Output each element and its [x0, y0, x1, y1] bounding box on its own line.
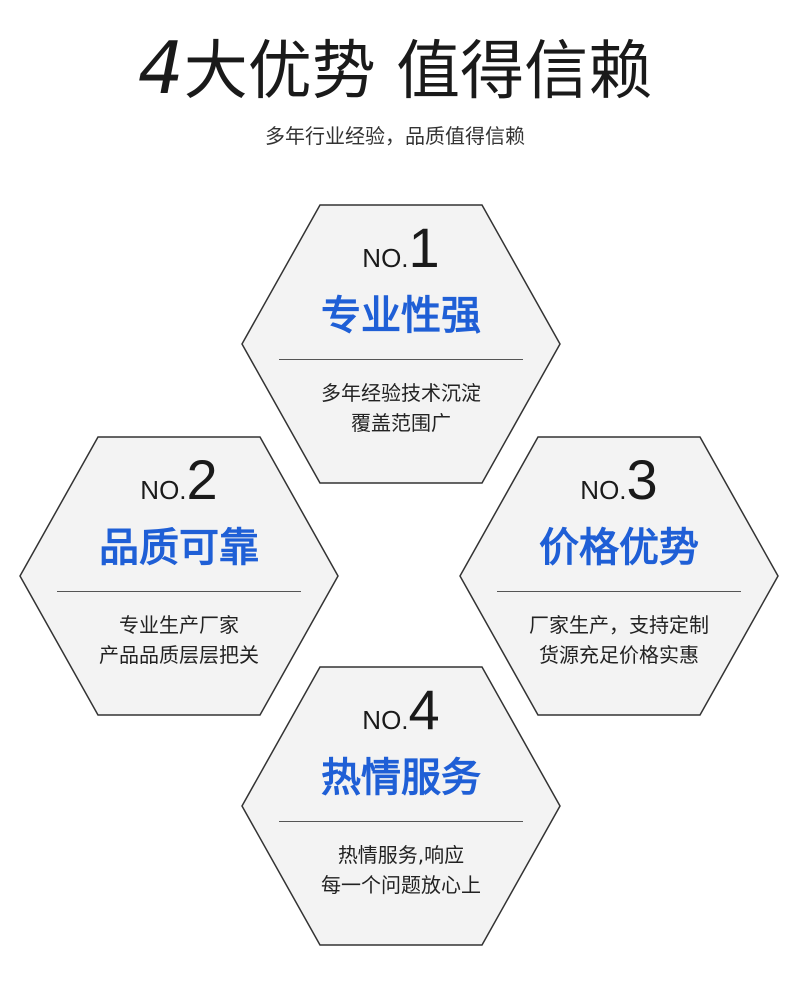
card-number: NO.1: [240, 218, 562, 278]
card-heading: 价格优势: [539, 525, 699, 571]
card-heading: 热情服务: [321, 755, 481, 801]
card-number-prefix: NO.: [580, 475, 627, 505]
card-divider: [57, 591, 301, 592]
title-number: 4: [137, 26, 184, 110]
card-description-line-2: 覆盖范围广: [351, 411, 451, 435]
card-number-prefix: NO.: [362, 705, 409, 735]
advantage-card-3: NO.3 价格优势 厂家生产，支持定制 货源充足价格实惠: [458, 436, 780, 716]
card-number: NO.3: [458, 450, 780, 510]
card-description-line-2: 每一个问题放心上: [321, 873, 481, 897]
card-number-digit: 4: [408, 678, 440, 741]
card-description-line-1: 厂家生产，支持定制: [529, 613, 709, 637]
card-number: NO.2: [18, 450, 340, 510]
advantage-card-1: NO.1 专业性强 多年经验技术沉淀 覆盖范围广: [240, 204, 562, 484]
card-number-digit: 2: [186, 448, 218, 511]
card-number-digit: 3: [626, 448, 658, 511]
card-description-line-2: 货源充足价格实惠: [539, 643, 699, 667]
card-heading: 专业性强: [321, 293, 481, 339]
card-description-line-1: 多年经验技术沉淀: [321, 381, 481, 405]
card-divider: [497, 591, 741, 592]
hexagon-shape: [241, 666, 561, 946]
card-number: NO.4: [240, 680, 562, 740]
card-number-prefix: NO.: [140, 475, 187, 505]
card-description: 专业生产厂家 产品品质层层把关: [18, 610, 340, 670]
card-description: 多年经验技术沉淀 覆盖范围广: [240, 378, 562, 438]
card-description: 厂家生产，支持定制 货源充足价格实惠: [458, 610, 780, 670]
advantage-card-2: NO.2 品质可靠 专业生产厂家 产品品质层层把关: [18, 436, 340, 716]
advantage-card-4: NO.4 热情服务 热情服务,响应 每一个问题放心上: [240, 666, 562, 946]
title-text: 大优势 值得信赖: [183, 35, 653, 109]
hexagon-shape: [19, 436, 339, 716]
hexagon-shape: [241, 204, 561, 484]
hexagon-shape: [459, 436, 779, 716]
page-subtitle: 多年行业经验，品质值得信赖: [265, 124, 525, 148]
card-heading: 品质可靠: [99, 525, 259, 571]
card-number-digit: 1: [408, 216, 440, 279]
card-number-prefix: NO.: [362, 243, 409, 273]
page-title: 4大优势 值得信赖: [0, 28, 790, 112]
card-divider: [279, 821, 523, 822]
card-description: 热情服务,响应 每一个问题放心上: [240, 840, 562, 900]
card-description-line-1: 热情服务,响应: [337, 843, 465, 867]
card-divider: [279, 359, 523, 360]
card-description-line-1: 专业生产厂家: [119, 613, 239, 637]
card-description-line-2: 产品品质层层把关: [99, 643, 259, 667]
